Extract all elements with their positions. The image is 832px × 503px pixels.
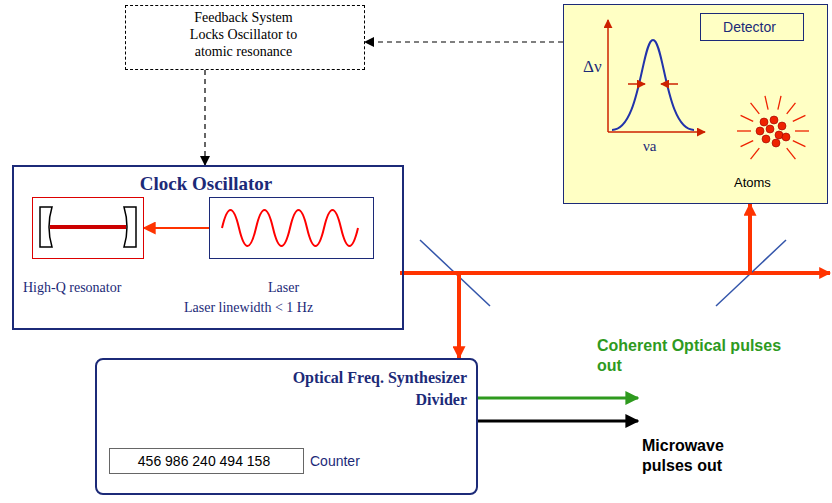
box-title: Clock Oscillator xyxy=(14,173,398,196)
part-label: Laser xyxy=(268,280,299,297)
feedback-arrow xyxy=(204,70,205,165)
spec-text: Laser linewidth < 1 Hz xyxy=(184,300,313,317)
atom-cluster xyxy=(756,116,790,147)
resonator-box: High-Q resonator xyxy=(32,197,144,259)
laser-wave xyxy=(222,210,358,246)
output-label: Coherent Optical pulses out xyxy=(597,336,782,376)
emission-ray xyxy=(778,96,781,110)
box-subtitle: Divider xyxy=(227,390,467,409)
synthesizer-box: Optical Freq. SynthesizerDivider 456 986 … xyxy=(95,358,478,495)
emission-rays xyxy=(737,96,809,159)
part-label: High-Q resonator xyxy=(23,280,121,297)
plot-axis xyxy=(607,20,609,132)
emission-ray xyxy=(795,130,809,131)
linewidth-symbol: Δν xyxy=(583,56,602,77)
clock-oscillator-box: Clock OscillatorLaser linewidth < 1 Hz Hi… xyxy=(12,165,404,330)
counter-label: Counter xyxy=(310,453,360,470)
emission-ray xyxy=(793,141,806,147)
counter-value: 456 986 240 494 158 xyxy=(110,453,298,470)
output-label: Microwave pulses out xyxy=(642,436,772,476)
width-arrow xyxy=(628,83,645,85)
laser-box: Laser xyxy=(209,197,374,259)
emission-ray xyxy=(787,148,796,159)
counter-display: 456 986 240 494 158Counter xyxy=(109,448,304,474)
laser-feed-arrow xyxy=(144,227,209,229)
detector-label: Detector xyxy=(701,19,798,36)
optical-output-arrow xyxy=(478,397,638,400)
atoms-panel: Atoms Detector xyxy=(563,4,828,204)
emission-ray xyxy=(793,115,806,121)
panel-ground xyxy=(563,4,828,204)
detector-box: Detector xyxy=(700,13,804,41)
node-text: Feedback System Locks Oscillator to atom… xyxy=(176,10,311,60)
emission-ray xyxy=(765,96,768,110)
feedback-box: Feedback System Locks Oscillator to atom… xyxy=(125,5,365,70)
cavity-beam xyxy=(50,225,126,229)
frequency-symbol: νa xyxy=(643,137,656,156)
emission-ray xyxy=(751,103,760,114)
atoms-label: Atoms xyxy=(734,175,771,191)
feedback-arrow xyxy=(365,41,563,42)
microwave-output-arrow xyxy=(478,420,638,423)
width-arrow xyxy=(661,83,678,85)
plot-axis xyxy=(608,131,705,133)
resonance-curve xyxy=(612,40,694,130)
emission-ray xyxy=(741,141,754,147)
emission-ray xyxy=(787,103,796,114)
emission-ray xyxy=(751,148,760,159)
emission-ray xyxy=(741,115,754,121)
laser-beam xyxy=(404,273,459,358)
emission-ray xyxy=(737,130,751,131)
box-title: Optical Freq. Synthesizer xyxy=(227,368,467,387)
laser-beam xyxy=(404,204,750,273)
